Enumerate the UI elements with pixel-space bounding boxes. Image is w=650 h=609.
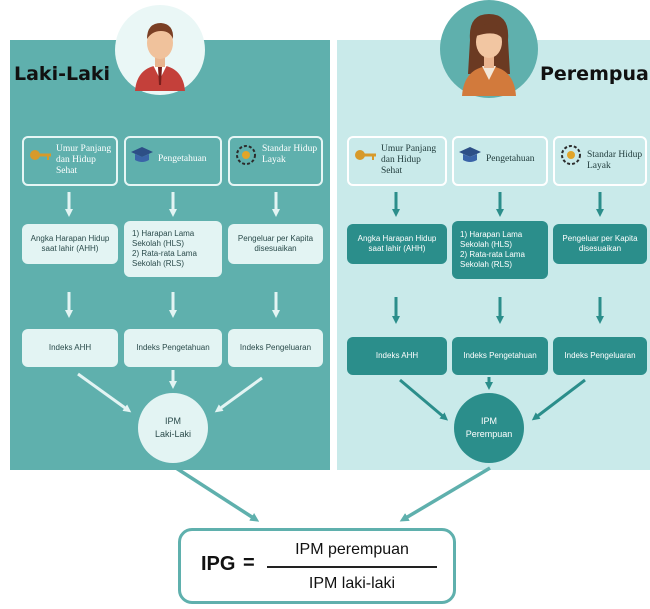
measure-box-expenditure: Pengeluar per Kapita disesuaikan (228, 224, 323, 264)
ipg-label: IPG (201, 553, 236, 575)
measure-box-expenditure: Pengeluar per Kapita disesuaikan (553, 224, 647, 264)
key-health-icon (30, 150, 51, 160)
money-gear-icon (561, 145, 581, 165)
formula-numerator: IPM perempuan (295, 541, 409, 558)
category-label: Standar Hidup Layak (262, 144, 318, 165)
graduation-cap-icon (131, 147, 153, 162)
ipm-female-node: IPM Perempuan (454, 393, 524, 463)
category-box-knowledge: Pengetahuan (124, 136, 222, 186)
measure-box-ahh: Angka Harapan Hidup saat lahir (AHH) (347, 224, 447, 264)
category-label: Umur Panjang dan Hidup Sehat (56, 144, 112, 176)
female-arrows (392, 192, 604, 421)
measure-box-ahh: Angka Harapan Hidup saat lahir (AHH) (22, 224, 118, 264)
formula-denominator: IPM laki-laki (308, 575, 396, 592)
index-box-ahh: Indeks AHH (347, 337, 447, 375)
equals-sign: = (243, 552, 255, 574)
fraction-bar (267, 566, 437, 568)
index-box-knowledge: Indeks Pengetahuan (124, 329, 222, 367)
measure-box-education: 1) Harapan Lama Sekolah (HLS) 2) Rata-ra… (452, 221, 548, 279)
category-box-health: Umur Panjang dan Hidup Sehat (22, 136, 118, 186)
category-label: Pengetahuan (158, 154, 207, 164)
key-health-icon (355, 150, 376, 160)
category-label: Standar Hidup Layak (587, 150, 643, 171)
male-avatar-icon (115, 5, 205, 95)
ipg-formula-box: IPG = IPM perempuan IPM laki-laki (178, 528, 456, 604)
category-box-living: Standar Hidup Layak (553, 136, 647, 186)
category-box-health: Umur Panjang dan Hidup Sehat (347, 136, 447, 186)
graduation-cap-icon (459, 147, 481, 162)
ipm-group-label: Perempuan (465, 429, 513, 439)
index-box-ahh: Indeks AHH (22, 329, 118, 367)
ipm-label: IPM (480, 416, 497, 426)
category-box-knowledge: Pengetahuan (452, 136, 548, 186)
index-box-expenditure: Indeks Pengeluaran (228, 329, 323, 367)
ipm-label: IPM (164, 416, 181, 426)
index-box-expenditure: Indeks Pengeluaran (553, 337, 647, 375)
female-avatar-icon (440, 0, 538, 98)
money-gear-icon (236, 145, 256, 165)
male-arrows (65, 192, 280, 413)
formula-arrows (175, 466, 491, 522)
ipm-male-node: IPM Laki-Laki (138, 393, 208, 463)
index-box-knowledge: Indeks Pengetahuan (452, 337, 548, 375)
male-title: Laki-Laki (14, 63, 111, 85)
category-box-living: Standar Hidup Layak (228, 136, 323, 186)
measure-box-education: 1) Harapan Lama Sekolah (HLS) 2) Rata-ra… (124, 221, 222, 277)
female-title: Perempuan (540, 63, 650, 85)
category-label: Umur Panjang dan Hidup Sehat (381, 144, 437, 176)
category-label: Pengetahuan (486, 154, 535, 164)
ipm-group-label: Laki-Laki (154, 429, 192, 439)
